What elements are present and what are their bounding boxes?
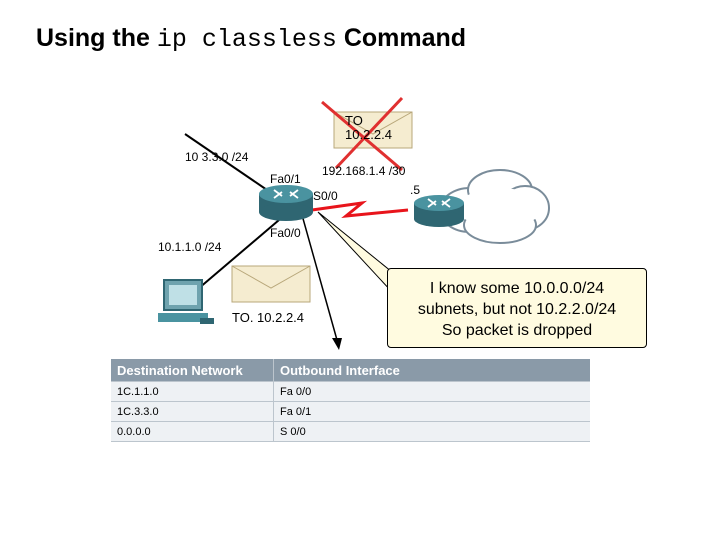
envelope-top-icon <box>333 111 413 149</box>
table-row: 1C.1.1.0 Fa 0/0 <box>111 381 590 402</box>
pc-icon <box>158 279 214 324</box>
cell-destination: 1C.1.1.0 <box>111 381 274 402</box>
label-fa01: Fa0/1 <box>270 172 301 186</box>
cell-interface: Fa 0/1 <box>273 401 590 422</box>
label-net-left: 10.1.1.0 /24 <box>158 240 222 254</box>
cell-destination: 1C.3.3.0 <box>111 401 274 422</box>
title-prefix: Using the <box>36 24 157 52</box>
callout-pointer <box>317 211 393 294</box>
page-title: Using the ip classless Command <box>36 24 466 54</box>
envelope-top-to: TO <box>345 113 363 128</box>
header-destination-network: Destination Network <box>111 359 274 382</box>
envelope-bottom-icon <box>231 265 311 303</box>
table-header-row: Destination Network Outbound Interface <box>111 359 590 382</box>
cell-interface: S 0/0 <box>273 421 590 442</box>
router-icon <box>259 185 313 221</box>
header-outbound-interface: Outbound Interface <box>273 359 590 382</box>
title-suffix: Command <box>336 24 467 52</box>
callout-line-1: I know some 10.0.0.0/24 <box>429 280 605 297</box>
routing-table: Destination Network Outbound Interface 1… <box>111 359 590 442</box>
link-to-routing-table <box>301 214 338 341</box>
label-net-top: 10 3.3.0 /24 <box>185 150 249 164</box>
envelope-bottom-label: TO. 10.2.2.4 <box>232 310 305 325</box>
remote-router-icon <box>414 195 464 227</box>
arrow-head-icon <box>332 338 342 350</box>
link-top-network <box>184 133 271 193</box>
label-serial-net: 192.168.1.4 /30 <box>322 164 406 178</box>
serial-link <box>311 200 409 218</box>
label-fa00: Fa0/0 <box>270 226 301 240</box>
cell-destination: 0.0.0.0 <box>111 421 274 442</box>
label-dot5: .5 <box>410 183 421 197</box>
table-row: 1C.3.3.0 Fa 0/1 <box>111 401 590 422</box>
table-row: 0.0.0.0 S 0/0 <box>111 421 590 442</box>
callout-line-3: So packet is dropped <box>441 322 593 339</box>
cell-interface: Fa 0/0 <box>273 381 590 402</box>
label-s00: S0/0 <box>313 189 338 203</box>
envelope-top-address: 10.2.2.4 <box>345 127 392 142</box>
cross-icon <box>321 96 404 172</box>
title-command: ip classless <box>156 25 337 54</box>
callout-box: I know some 10.0.0.0/24 subnets, but not… <box>387 268 647 348</box>
callout-line-2: subnets, but not 10.2.2.0/24 <box>417 301 617 318</box>
